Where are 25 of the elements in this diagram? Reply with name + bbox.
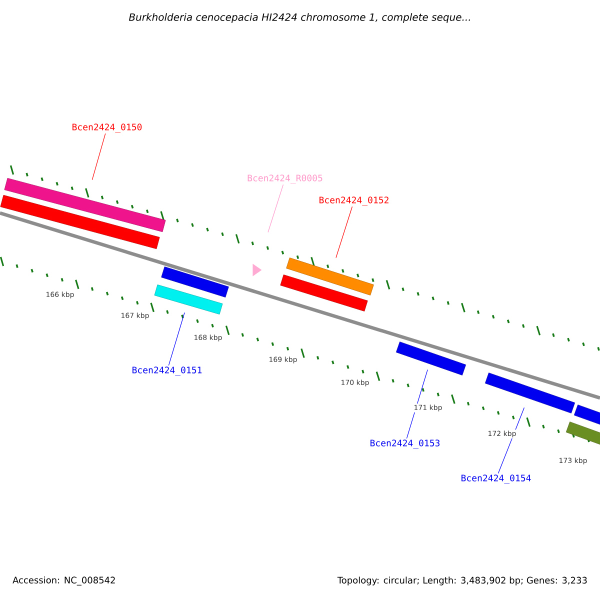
gene-label: Bcen2424_0150: [72, 124, 142, 132]
gene-label: Bcen2424_0151: [132, 366, 202, 376]
leader-line: [268, 184, 284, 233]
title: Burkholderia cenocepacia HI2424 chromosome 1, complete seque...: [128, 13, 470, 23]
gene-label: Bcen2424_0154: [462, 474, 531, 484]
gene-label: Bcen2424_R0005: [248, 174, 322, 184]
leader-line: [498, 407, 525, 474]
gene-bar: [286, 258, 374, 296]
leader-line: [168, 312, 185, 366]
gene-bar: [0, 194, 160, 250]
gene-bar: [154, 284, 223, 314]
gene-bar: [4, 178, 166, 232]
gene-bar: [396, 342, 466, 376]
gene-bar: [484, 372, 576, 414]
gene-bar: [574, 404, 600, 426]
gene-bar: [566, 422, 600, 446]
leader-line: [92, 133, 106, 180]
leader-line: [406, 369, 428, 439]
accession-text: Accession: NC_008542: [12, 576, 115, 586]
summary-text: Topology: circular; Length: 3,483,902 bp; Genes: 3,233: [337, 576, 587, 586]
gene-label: Bcen2424_0152: [320, 196, 388, 206]
gene-label: Bcen2424_0153: [370, 440, 440, 448]
gene-bar: [280, 274, 368, 312]
feature-triangle: [252, 264, 262, 276]
gene-bar: [161, 266, 229, 298]
